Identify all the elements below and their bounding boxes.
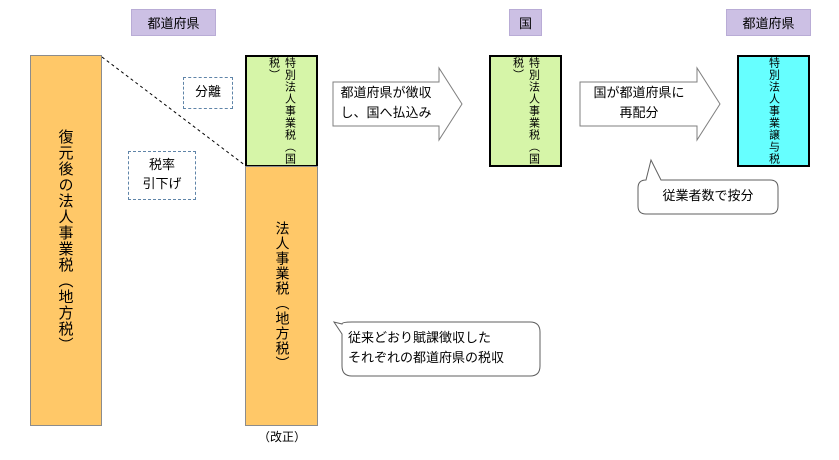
tax-rate-reduction-label-box: 税率 引下げ (128, 151, 196, 200)
employee-count-callout-text: 従業者数で按分 (662, 188, 754, 204)
separation-label-box: 分離 (183, 77, 233, 109)
header-prefecture-left: 都道府県 (131, 9, 216, 36)
corporate-enterprise-tax-local-label: 法人事業税（地方税） (273, 221, 290, 371)
separation-connector-line (101, 56, 247, 167)
special-corporate-tax-national-box: 特別法人事業税（国税） (245, 55, 318, 167)
tax-rate-label: 税率 (148, 158, 175, 174)
collect-arrow-line1: 都道府県が徴収 (340, 85, 432, 101)
revision-label: （改正） (257, 430, 306, 444)
as-before-callout-line2: それぞれの都道府県の税収 (348, 351, 505, 366)
separation-label: 分離 (194, 84, 221, 100)
redistribute-arrow-line2: 再配分 (619, 106, 659, 121)
reduction-label: 引下げ (142, 176, 182, 192)
collect-arrow-text: 都道府県が徴収 し、国へ払込み (336, 84, 436, 124)
special-corporate-tax-national-label: 特別法人事業税（国税） (267, 57, 297, 165)
redistribute-arrow-line1: 国が都道府県に (593, 85, 685, 101)
employee-count-callout-bubble (637, 158, 779, 215)
redistribute-arrow-text: 国が都道府県に 再配分 (583, 84, 695, 124)
employee-count-callout: 従業者数で按分 (640, 182, 776, 212)
header-prefecture-right-label: 都道府県 (742, 17, 795, 32)
collect-arrow (332, 66, 463, 142)
restored-enterprise-tax-box: 復元後の法人事業税（地方税） (30, 55, 102, 426)
header-national: 国 (509, 9, 542, 36)
special-transfer-tax-label: 特別法人事業譲与税 (767, 57, 781, 165)
special-corporate-tax-box: 特別法人事業税（国税） (489, 55, 562, 167)
special-corporate-tax-label: 特別法人事業税（国税） (511, 57, 541, 165)
restored-enterprise-tax-label: 復元後の法人事業税（地方税） (56, 128, 75, 353)
as-before-callout: 従来どおり賦課徴収した それぞれの都道府県の税収 (344, 324, 538, 374)
collect-arrow-line2: し、国へ払込み (340, 106, 432, 121)
as-before-callout-line1: 従来どおり賦課徴収した (348, 330, 492, 346)
corporate-enterprise-tax-local-box: 法人事業税（地方税） (245, 166, 318, 426)
special-transfer-tax-box: 特別法人事業譲与税 (737, 55, 810, 167)
header-national-label: 国 (518, 17, 532, 32)
as-before-callout-bubble (332, 321, 541, 377)
header-prefecture-left-label: 都道府県 (147, 17, 200, 32)
redistribute-arrow (579, 66, 721, 142)
header-prefecture-right: 都道府県 (726, 9, 811, 36)
